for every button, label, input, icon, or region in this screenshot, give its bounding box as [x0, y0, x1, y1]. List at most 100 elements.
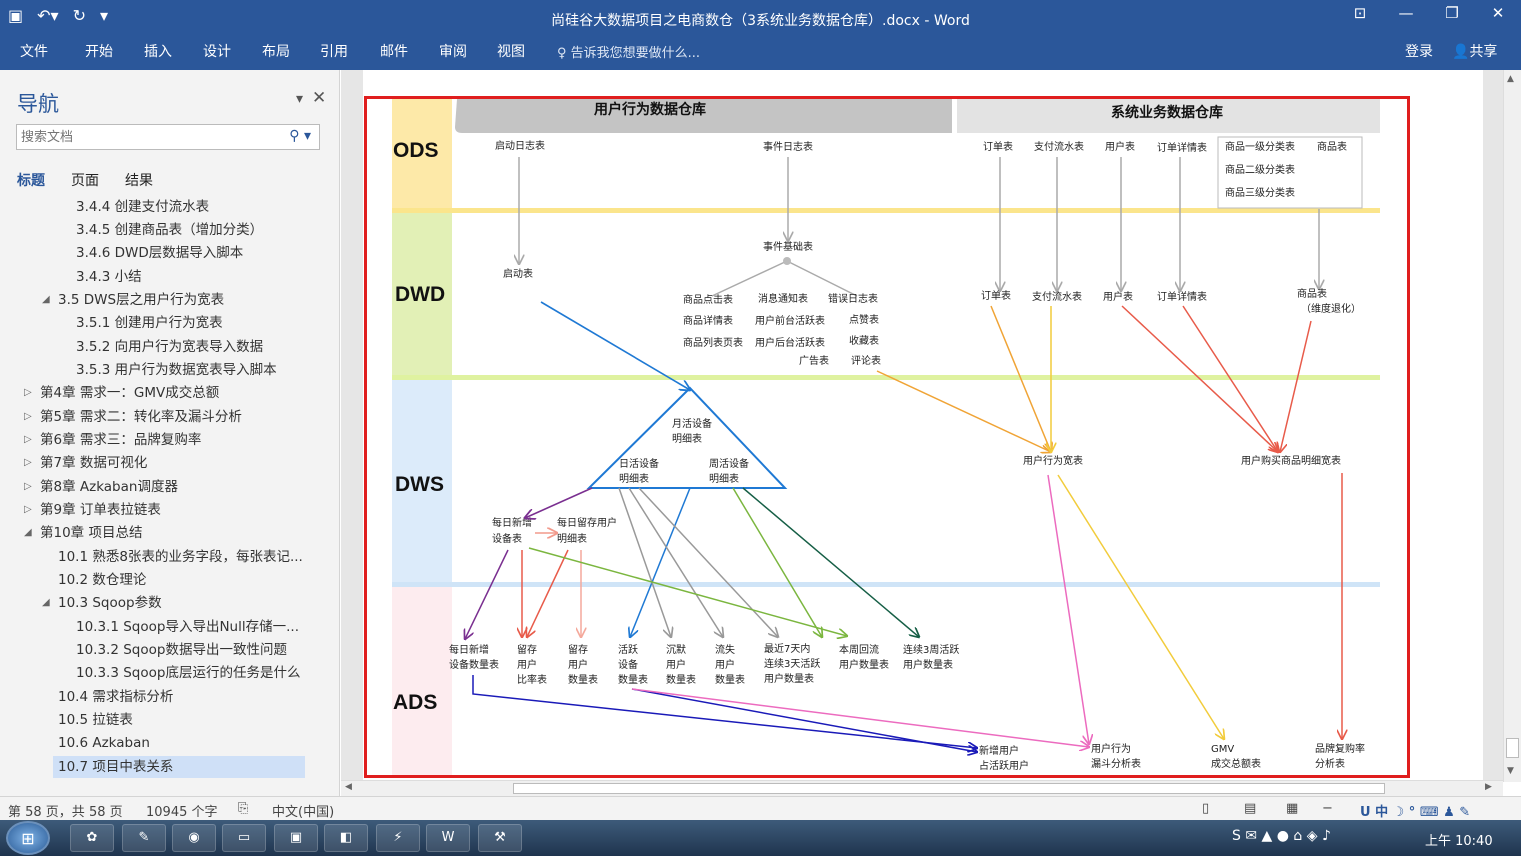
minimize-icon[interactable]: — [1398, 4, 1414, 22]
language[interactable]: 中文(中国) [272, 805, 335, 820]
collapse-icon[interactable]: ◢ [42, 597, 50, 608]
proofing-icon[interactable]: ⎘ [238, 801, 249, 816]
nav-item[interactable]: 10.2 数仓理论 [58, 572, 147, 588]
ime-toolbar[interactable]: U 中 ☽ ° ⌨ ♟ ✎ [1360, 805, 1471, 820]
nav-item[interactable]: 3.4.5 创建商品表（增加分类） [76, 222, 264, 238]
tab-pages[interactable]: 页面 [71, 173, 99, 189]
close-icon[interactable]: ✕ [311, 88, 327, 108]
nav-item[interactable]: 3.5.3 用户行为数据宽表导入脚本 [76, 362, 277, 378]
notepad-icon[interactable]: ✎ [122, 824, 166, 852]
page-count[interactable]: 第 58 页，共 58 页 [8, 805, 123, 820]
vertical-scrollbar[interactable]: ▲ ▼ [1503, 70, 1521, 782]
nav-item[interactable]: ▷第8章 Azkaban调度器 [24, 476, 178, 498]
nav-item[interactable]: ▷第5章 需求二：转化率及漏斗分析 [24, 406, 242, 428]
scroll-left-icon[interactable]: ◀ [345, 782, 352, 792]
nav-item[interactable]: 3.4.4 创建支付流水表 [76, 199, 210, 215]
slides-icon[interactable]: ◧ [324, 824, 368, 852]
nav-item[interactable]: 10.5 拉链表 [58, 712, 133, 728]
collapse-icon[interactable]: ◢ [24, 527, 32, 538]
hscroll-thumb[interactable] [513, 783, 1385, 794]
tab-layout[interactable]: 布局 [262, 44, 290, 60]
undo-icon[interactable]: ↶▾ [37, 6, 59, 25]
read-mode-icon[interactable]: ▯ [1202, 801, 1210, 816]
nav-item[interactable]: 3.4.6 DWD层数据导入脚本 [76, 245, 244, 261]
nav-item[interactable]: 3.5.1 创建用户行为宽表 [76, 315, 223, 331]
dwd-table: （维度退化） [1301, 302, 1361, 315]
nav-item[interactable]: 10.3.3 Sqoop底层运行的任务是什么 [76, 665, 301, 681]
tab-headings[interactable]: 标题 [17, 173, 45, 189]
tool-icon[interactable]: ⚒ [478, 824, 522, 852]
nav-item-selected[interactable]: 10.7 项目中表关系 [53, 756, 305, 778]
dwd-table: 商品表 [1297, 287, 1327, 300]
search-icon[interactable]: ⚲ ▾ [289, 128, 311, 144]
nav-item[interactable]: ◢第10章 项目总结 [24, 522, 142, 544]
zoom-out-icon[interactable]: − [1322, 801, 1333, 816]
nav-options-icon[interactable]: ▾ [296, 91, 304, 107]
nav-item[interactable]: 10.4 需求指标分析 [58, 689, 174, 705]
share-label: 共享 [1469, 44, 1498, 60]
tell-me-box[interactable]: ♀ 告诉我您想要做什么... [557, 42, 700, 61]
nav-item[interactable]: 10.6 Azkaban [58, 735, 150, 751]
word-count[interactable]: 10945 个字 [146, 805, 218, 820]
expand-icon[interactable]: ▷ [24, 504, 32, 515]
tab-design[interactable]: 设计 [203, 44, 231, 60]
paint-icon[interactable]: ✿ [70, 824, 114, 852]
expand-icon[interactable]: ▷ [24, 411, 32, 422]
nav-item[interactable]: ◢10.3 Sqoop参数 [42, 592, 162, 614]
customize-qat-icon[interactable]: ▾ [99, 6, 108, 25]
ribbon-display-icon[interactable]: ⊡ [1353, 4, 1367, 22]
tab-mailings[interactable]: 邮件 [380, 44, 408, 60]
chrome-icon[interactable]: ◉ [172, 824, 216, 852]
expand-icon[interactable]: ▷ [24, 387, 32, 398]
nav-item[interactable]: 10.3.1 Sqoop导入导出Null存储一... [76, 619, 299, 635]
nav-item[interactable]: ▷第7章 数据可视化 [24, 452, 147, 474]
scroll-right-icon[interactable]: ▶ [1485, 782, 1492, 792]
expand-icon[interactable]: ▷ [24, 481, 32, 492]
nav-item[interactable]: 3.5.2 向用户行为宽表导入数据 [76, 339, 264, 355]
share-button[interactable]: 👤共享 [1452, 41, 1497, 61]
ads-table: 用户行为 [1091, 742, 1131, 755]
nav-item[interactable]: ◢3.5 DWS层之用户行为宽表 [42, 289, 224, 311]
horizontal-scrollbar[interactable]: ◀ ▶ [341, 780, 1503, 796]
nav-item[interactable]: 10.1 熟悉8张表的业务字段，每张表记... [58, 549, 303, 565]
scroll-up-icon[interactable]: ▲ [1507, 74, 1514, 84]
explorer-icon[interactable]: ▭ [222, 824, 266, 852]
tab-view[interactable]: 视图 [497, 44, 525, 60]
scroll-down-icon[interactable]: ▼ [1507, 766, 1514, 776]
tab-results[interactable]: 结果 [125, 173, 153, 189]
tab-review[interactable]: 审阅 [439, 44, 467, 60]
collapse-icon[interactable]: ◢ [42, 294, 50, 305]
nav-item[interactable]: 3.4.3 小结 [76, 269, 142, 285]
dwd-table: 点赞表 [849, 313, 879, 326]
tab-home[interactable]: 开始 [85, 44, 113, 60]
nav-item[interactable]: ▷第6章 需求三：品牌复购率 [24, 429, 201, 451]
nav-item[interactable]: 10.3.2 Sqoop数据导出一致性问题 [76, 642, 287, 658]
tray-icons[interactable]: S ✉ ▲ ● ⌂ ◈ ♪ [1232, 828, 1331, 844]
nav-item[interactable]: ▷第9章 订单表拉链表 [24, 499, 161, 521]
search-input[interactable] [17, 125, 277, 149]
restore-icon[interactable]: ❐ [1445, 4, 1459, 22]
web-layout-icon[interactable]: ▦ [1286, 801, 1299, 816]
close-icon[interactable]: ✕ [1491, 4, 1505, 22]
tab-file[interactable]: 文件 [20, 44, 48, 60]
print-layout-icon[interactable]: ▤ [1244, 801, 1257, 816]
expand-icon[interactable]: ▷ [24, 457, 32, 468]
app-icon[interactable]: ▣ [274, 824, 318, 852]
start-button[interactable]: ⊞ [6, 821, 50, 855]
save-icon[interactable]: ▣ [8, 6, 24, 25]
ads-table: 分析表 [1315, 757, 1345, 770]
login-button[interactable]: 登录 [1405, 44, 1433, 60]
dws-table: 月活设备 [672, 417, 712, 430]
dwd-table: 订单详情表 [1157, 290, 1207, 303]
visual-studio-icon[interactable]: ⚡ [376, 824, 420, 852]
tab-insert[interactable]: 插入 [144, 44, 172, 60]
scroll-thumb[interactable] [1506, 738, 1519, 758]
redo-icon[interactable]: ↻ [72, 6, 86, 25]
expand-icon[interactable]: ▷ [24, 434, 32, 445]
clock[interactable]: 上午 10:40 [1425, 834, 1493, 849]
word-icon[interactable]: W [426, 824, 470, 852]
ads-table: 连续3周活跃 [903, 643, 959, 656]
ads-table: 用户 [517, 658, 537, 671]
tab-references[interactable]: 引用 [320, 44, 348, 60]
nav-item[interactable]: ▷第4章 需求一：GMV成交总额 [24, 382, 219, 404]
